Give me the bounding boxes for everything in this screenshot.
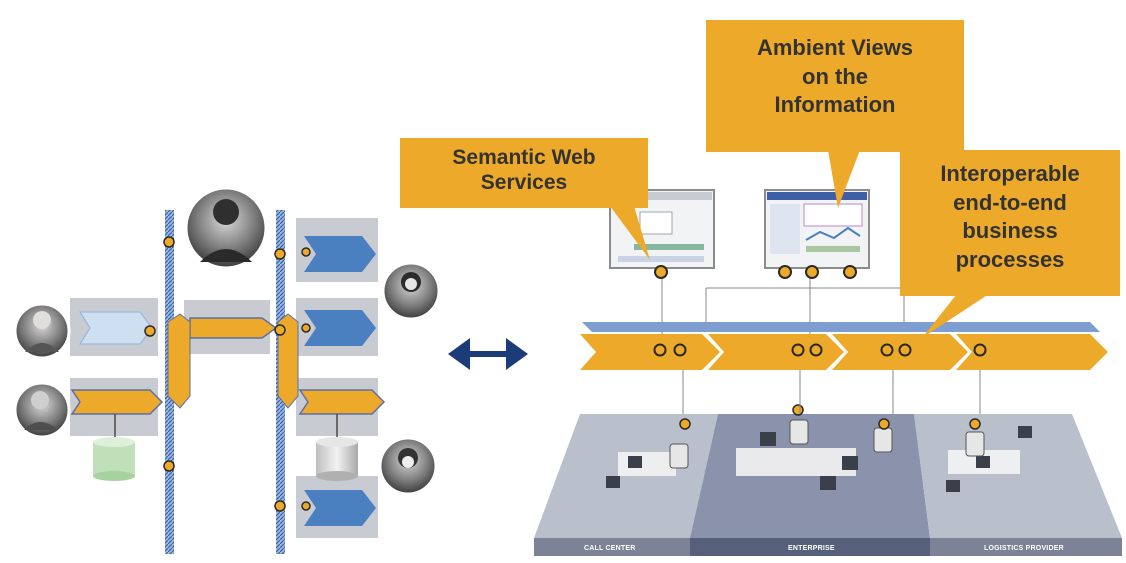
callout-interoperable-processes: Interoperable end-to-end business proces…	[900, 150, 1120, 296]
connector-dots	[144, 236, 311, 512]
left-process-diagram	[13, 186, 441, 554]
callout-line: end-to-end	[953, 189, 1067, 215]
callout-line: Semantic Web	[452, 146, 596, 169]
database-icon	[316, 414, 358, 481]
callout-line: business	[962, 218, 1058, 244]
avatar	[13, 381, 71, 439]
callout-line: Information	[774, 92, 896, 118]
callout-line: processes	[955, 246, 1065, 272]
avatar	[378, 436, 438, 496]
process-arrow-vertical	[167, 313, 191, 409]
process-arrow-vertical	[277, 313, 299, 409]
avatar	[13, 302, 71, 360]
process-arrow	[298, 389, 386, 415]
process-step-light	[79, 311, 153, 345]
database-icon	[93, 414, 135, 481]
process-arrow	[70, 389, 164, 415]
callout-pointer	[610, 206, 650, 260]
callout-pointer	[828, 150, 860, 208]
callout-line: on the	[802, 63, 868, 89]
process-step-blue	[304, 490, 376, 526]
workspaces-floor: CALL CENTER ENTERPRISE LOGISTICS PROVIDE…	[534, 404, 1122, 556]
callout-semantic-web-services: Semantic Web Services	[400, 138, 648, 208]
callout-line: Ambient Views	[756, 35, 914, 60]
callout-ambient-views: Ambient Views on the Information	[706, 20, 964, 152]
avatar	[184, 186, 268, 270]
callout-line: Services	[480, 170, 568, 194]
process-arrow	[189, 317, 278, 339]
process-step-blue	[304, 236, 376, 272]
process-segment	[708, 334, 844, 370]
workspace-label-logistics: LOGISTICS PROVIDER	[984, 545, 1064, 552]
callout-line: Interoperable	[940, 161, 1080, 186]
process-segment	[956, 334, 1108, 370]
information-screen	[764, 189, 870, 279]
process-step-blue	[304, 310, 376, 346]
process-band	[580, 278, 1108, 414]
bidirectional-arrow-icon	[448, 338, 528, 370]
workspace-label-call-center: CALL CENTER	[584, 545, 635, 552]
process-segment	[580, 334, 720, 370]
workspace-label-enterprise: ENTERPRISE	[788, 545, 835, 552]
callout-pointer	[922, 290, 995, 338]
avatar	[381, 261, 441, 321]
